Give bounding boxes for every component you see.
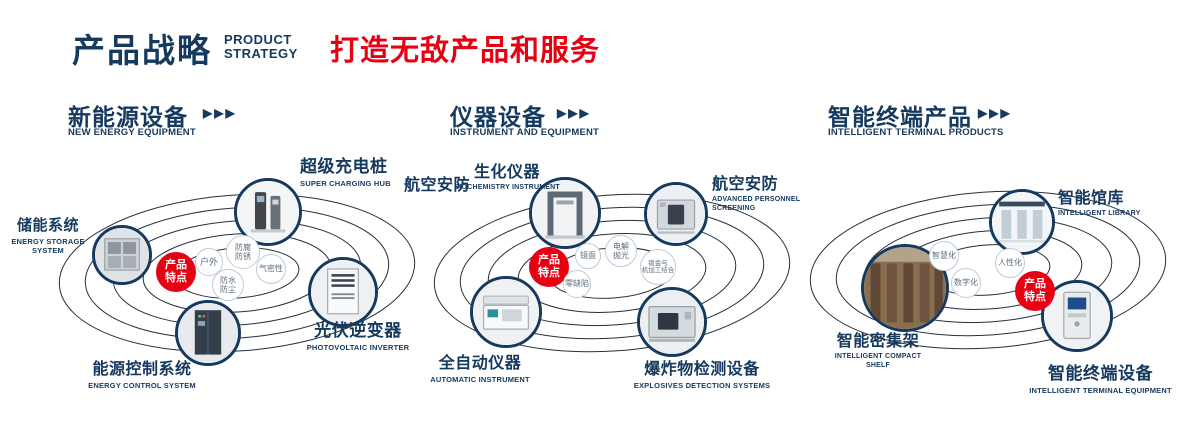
- section-title-new-energy: 新能源设备: [68, 104, 188, 130]
- label-terminal-equipment-zh: 智能终端设备: [1048, 364, 1153, 383]
- energy-storage-image: [95, 228, 149, 282]
- label-compact-shelf-en: INTELLIGENT COMPACT SHELF: [834, 353, 922, 369]
- orbit-rings-energy: [58, 193, 416, 353]
- label-energy-storage-en: ENERGY STORAGE SYSTEM: [11, 237, 85, 256]
- label-terminal-equipment-en: INTELLIGENT TERMINAL EQUIPMENT: [1029, 386, 1172, 395]
- label-energy-control: 能源控制系统 ENERGY CONTROL SYSTEM: [72, 355, 212, 390]
- intelligent-library-image: [992, 192, 1052, 252]
- label-energy-storage: 储能系统 ENERGY STORAGE SYSTEM: [4, 214, 92, 256]
- label-inverter: 光伏逆变器 PHOTOVOLTAIC INVERTER: [298, 316, 418, 352]
- product-photo-energy-control: [175, 300, 241, 366]
- charging-hub-image: [237, 181, 299, 243]
- page-title: 产品战略: [72, 32, 212, 69]
- label-biochemistry: 生化仪器 BIOCHEMISTRY INSTRUMENT: [448, 158, 566, 193]
- label-intelligent-library: 智能馆库 INTELLIGENT LIBRARY: [1058, 184, 1178, 219]
- label-charging-hub-zh: 超级充电桩: [300, 157, 388, 176]
- product-photo-automatic-instrument: [470, 276, 542, 348]
- label-personnel-screening-en: ADVANCED PERSONNEL SCREENING: [712, 196, 801, 212]
- product-features-badge: 产品 特点: [1015, 271, 1055, 311]
- label-energy-storage-zh: 储能系统: [16, 217, 79, 234]
- triple-chevron-icon: ▶▶▶: [557, 106, 591, 120]
- product-photo-charging-hub: [234, 178, 302, 246]
- triple-chevron-icon: ▶▶▶: [978, 106, 1012, 120]
- inverter-image: [311, 260, 375, 324]
- label-intelligent-library-en: INTELLIGENT LIBRARY: [1058, 210, 1141, 217]
- product-photo-energy-storage: [92, 225, 152, 285]
- label-energy-control-zh: 能源控制系统: [92, 361, 192, 378]
- feature-bubble-mirror: 镜面: [575, 243, 601, 269]
- label-inverter-en: PHOTOVOLTAIC INVERTER: [306, 343, 410, 352]
- label-biochemistry-en: BIOCHEMISTRY INSTRUMENT: [454, 184, 560, 191]
- label-explosives-detection-en: EXPLOSIVES DETECTION SYSTEMS: [633, 381, 771, 390]
- product-photo-inverter: [308, 257, 378, 327]
- label-automatic-instrument-zh: 全自动仪器: [438, 355, 522, 372]
- feature-bubble-smart: 智慧化: [929, 241, 959, 271]
- product-photo-intelligent-library: [989, 189, 1055, 255]
- label-explosives-detection: 爆炸物检测设备 EXPLOSIVES DETECTION SYSTEMS: [622, 355, 782, 390]
- energy-control-image: [178, 303, 238, 363]
- terminal-equipment-image: [1044, 283, 1110, 349]
- label-compact-shelf: 智能密集架 INTELLIGENT COMPACT SHELF: [818, 327, 938, 371]
- explosives-detection-image: [640, 290, 704, 354]
- label-automatic-instrument: 全自动仪器 AUTOMATIC INSTRUMENT: [420, 349, 540, 384]
- feature-bubble-sheetmetal: 钣金与 机加工结合: [640, 249, 676, 285]
- personnel-screening-image: [647, 185, 705, 243]
- label-aviation-security: 航空安防: [404, 171, 484, 195]
- product-photo-explosives-detection: [637, 287, 707, 357]
- product-features-badge: 产品 特点: [156, 252, 196, 292]
- label-inverter-zh: 光伏逆变器: [314, 321, 402, 340]
- feature-bubble-humanized: 人性化: [995, 248, 1025, 278]
- automatic-instrument-image: [473, 279, 539, 345]
- label-charging-hub: 超级充电桩 SUPER CHARGING HUB: [300, 152, 415, 188]
- feature-bubble-rustproof: 防腐 防锈: [226, 235, 260, 269]
- section-title-instrument: 仪器设备: [450, 104, 546, 130]
- feature-bubble-electropolish: 电解 抛光: [605, 235, 637, 267]
- label-aviation-security-zh: 航空安防: [404, 177, 471, 194]
- product-features-badge: 产品 特点: [529, 247, 569, 287]
- feature-bubble-digital: 数字化: [951, 268, 981, 298]
- feature-bubble-dustproof: 防水 防尘: [212, 269, 244, 301]
- label-personnel-screening: 航空安防 ADVANCED PERSONNEL SCREENING: [712, 170, 822, 214]
- security-gate-image: [532, 180, 598, 246]
- triple-chevron-icon: ▶▶▶: [203, 106, 237, 120]
- section-subtitle-instrument: INSTRUMENT AND EQUIPMENT: [450, 127, 600, 138]
- product-photo-security-gate: [529, 177, 601, 249]
- label-terminal-equipment: 智能终端设备 INTELLIGENT TERMINAL EQUIPMENT: [1018, 359, 1183, 395]
- feature-bubble-zerodefect: 零缺陷: [563, 270, 591, 298]
- label-charging-hub-en: SUPER CHARGING HUB: [300, 179, 391, 188]
- section-title-terminal: 智能终端产品: [828, 104, 972, 130]
- page-title-english: PRODUCT STRATEGY: [224, 32, 298, 61]
- section-subtitle-terminal: INTELLIGENT TERMINAL PRODUCTS: [828, 127, 1004, 138]
- label-automatic-instrument-en: AUTOMATIC INSTRUMENT: [430, 375, 530, 384]
- label-explosives-detection-zh: 爆炸物检测设备: [644, 361, 760, 378]
- orbit-rings-terminal: [809, 190, 1167, 350]
- label-biochemistry-zh: 生化仪器: [473, 164, 540, 181]
- product-photo-personnel-screening: [644, 182, 708, 246]
- label-personnel-screening-zh: 航空安防: [712, 176, 779, 193]
- section-subtitle-new-energy: NEW ENERGY EQUIPMENT: [68, 127, 196, 138]
- label-energy-control-en: ENERGY CONTROL SYSTEM: [88, 381, 196, 390]
- feature-bubble-airtight: 气密性: [256, 254, 286, 284]
- page-slogan: 打造无敌产品和服务: [330, 35, 601, 67]
- label-intelligent-library-zh: 智能馆库: [1058, 190, 1125, 207]
- label-compact-shelf-zh: 智能密集架: [836, 333, 920, 350]
